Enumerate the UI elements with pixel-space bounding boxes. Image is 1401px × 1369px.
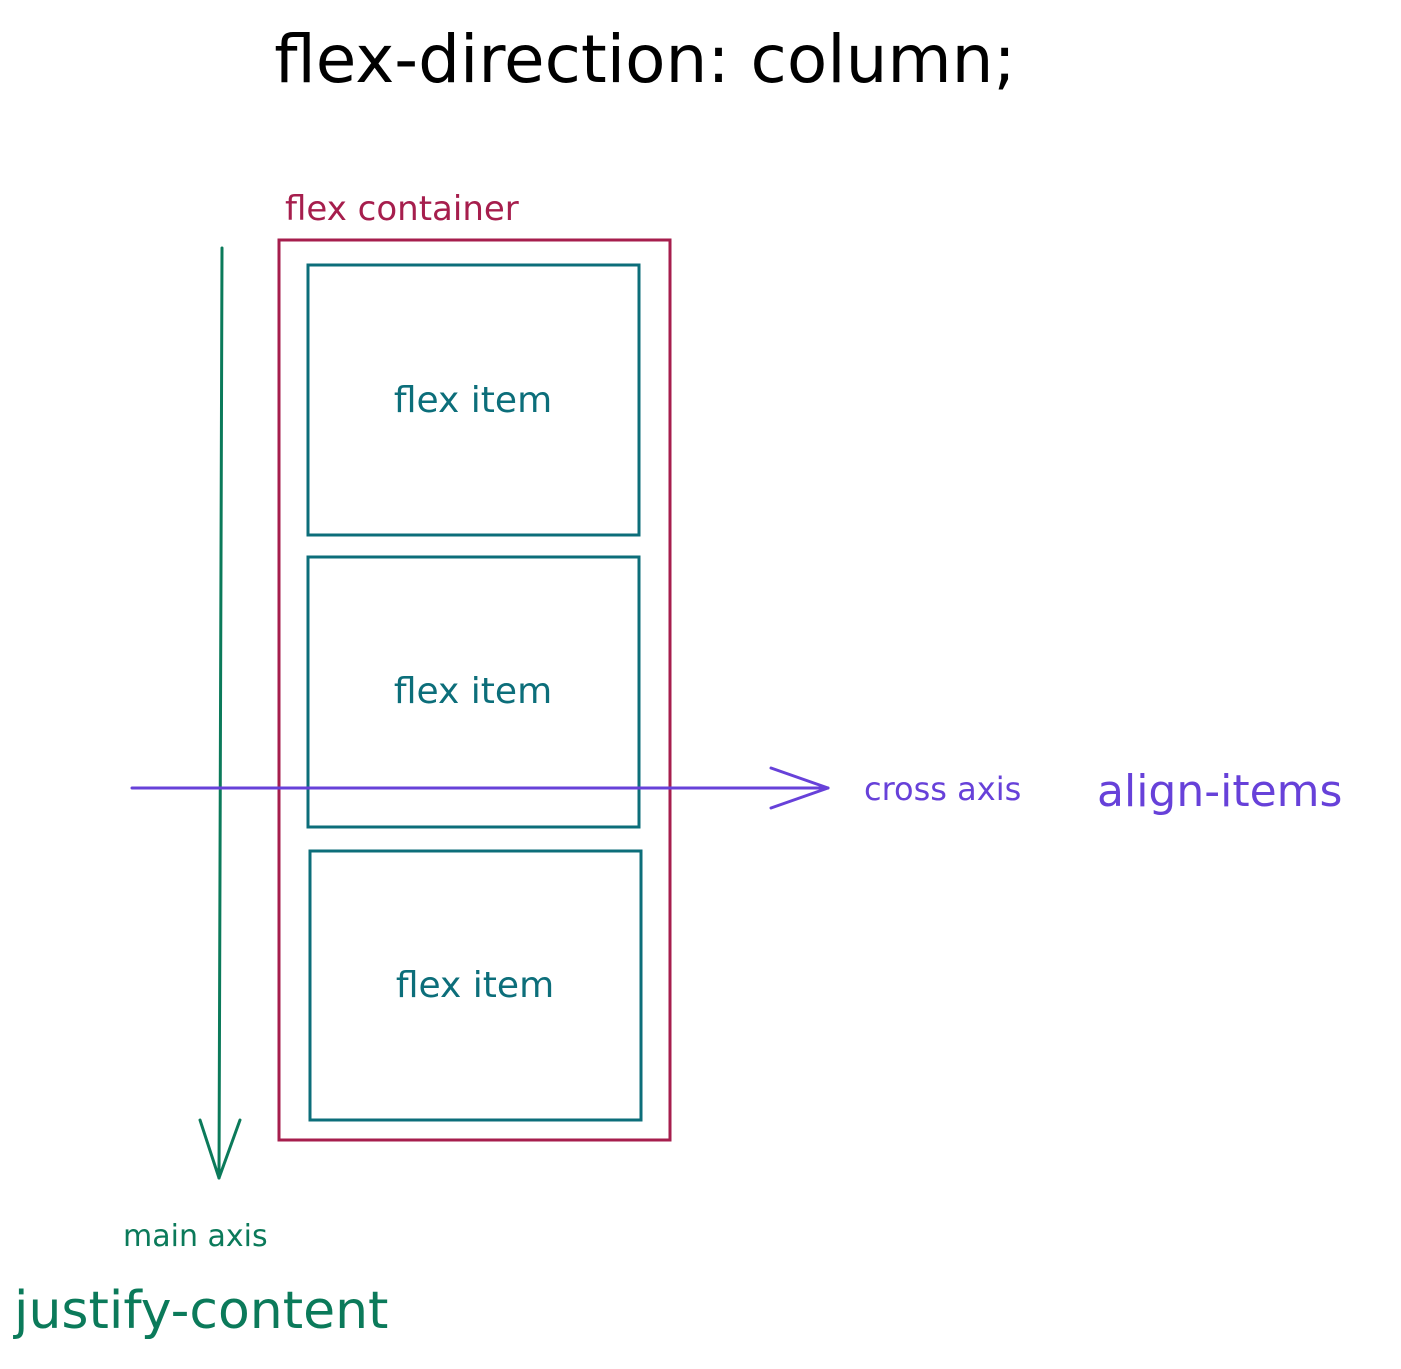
flex-item-2: flex item <box>306 555 641 829</box>
flex-container-label: flex container <box>285 189 519 229</box>
flex-item-label: flex item <box>394 671 552 712</box>
flex-item-1: flex item <box>306 263 641 537</box>
flex-item-label: flex item <box>396 965 554 1006</box>
cross-axis-arrow <box>130 766 830 810</box>
flex-item-3: flex item <box>308 849 643 1122</box>
flex-item-box <box>306 555 641 829</box>
justify-content-label: justify-content <box>13 1281 388 1341</box>
main-axis-label: main axis <box>123 1219 268 1254</box>
flex-item-box <box>308 849 643 1122</box>
flex-container <box>277 238 672 1142</box>
main-axis-arrow <box>198 246 242 1180</box>
flex-item-label: flex item <box>394 380 552 421</box>
align-items-label: align-items <box>1097 766 1342 817</box>
diagram-title: flex-direction: column; <box>274 21 1016 98</box>
flex-item-box <box>306 263 641 537</box>
cross-axis-label: cross axis <box>864 770 1021 808</box>
